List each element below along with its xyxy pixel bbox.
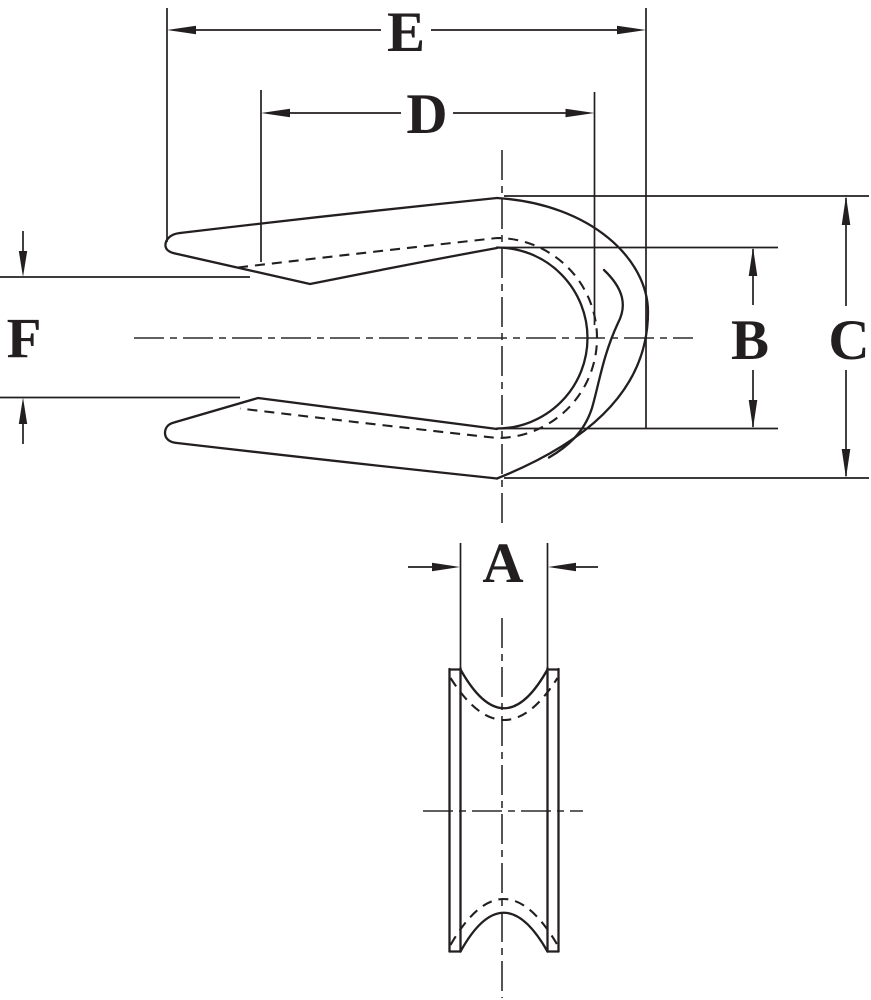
thimble-upper-leg-top-edge [178, 196, 499, 235]
dimension-D-label: D [406, 83, 447, 146]
dimension-A-label: A [482, 532, 523, 595]
section-top-groove-hidden-arc [449, 677, 559, 721]
dimension-C-label: C [828, 309, 869, 372]
dimension-B-label: B [731, 309, 769, 372]
dimension-E-arrow-left [167, 25, 196, 35]
dimension-C-arrow-up [841, 196, 851, 225]
dimension-E-label: E [387, 1, 425, 64]
section-view [448, 666, 560, 953]
thimble-lower-leg-inner-edge-and-tip [163, 396, 499, 480]
section-bottom-groove-hidden-arc [449, 897, 559, 946]
dimension-D-arrow-right [565, 108, 595, 118]
dimension-B-arrow-up [748, 247, 758, 276]
dimension-F: F [0, 231, 250, 444]
dimension-E-arrow-right [617, 25, 646, 35]
dimension-C-arrow-down [841, 449, 851, 478]
dimension-A-arrow-left-pointing [548, 562, 576, 572]
dimension-A-arrow-right-pointing [432, 562, 460, 572]
dimension-B-arrow-down [748, 400, 758, 429]
dimension-F-arrow-down [18, 251, 28, 277]
dimension-E: E [166, 1, 647, 429]
dimension-A: A [408, 532, 598, 668]
dimension-B: B [502, 246, 778, 430]
dimension-D-arrow-left [261, 108, 290, 118]
dimension-F-label: F [7, 307, 42, 370]
dimension-D: D [260, 83, 596, 325]
groove-hidden-line [237, 236, 599, 440]
thimble-inner-bend-arc [495, 246, 589, 430]
dimension-C: C [504, 195, 870, 479]
thimble-outer-bend-arc [495, 196, 650, 480]
section-top-groove-arc [459, 668, 549, 710]
section-bottom-groove-arc [459, 911, 549, 953]
thimble-near-rim-arc [547, 268, 624, 459]
dimension-F-arrow-up [18, 397, 28, 424]
